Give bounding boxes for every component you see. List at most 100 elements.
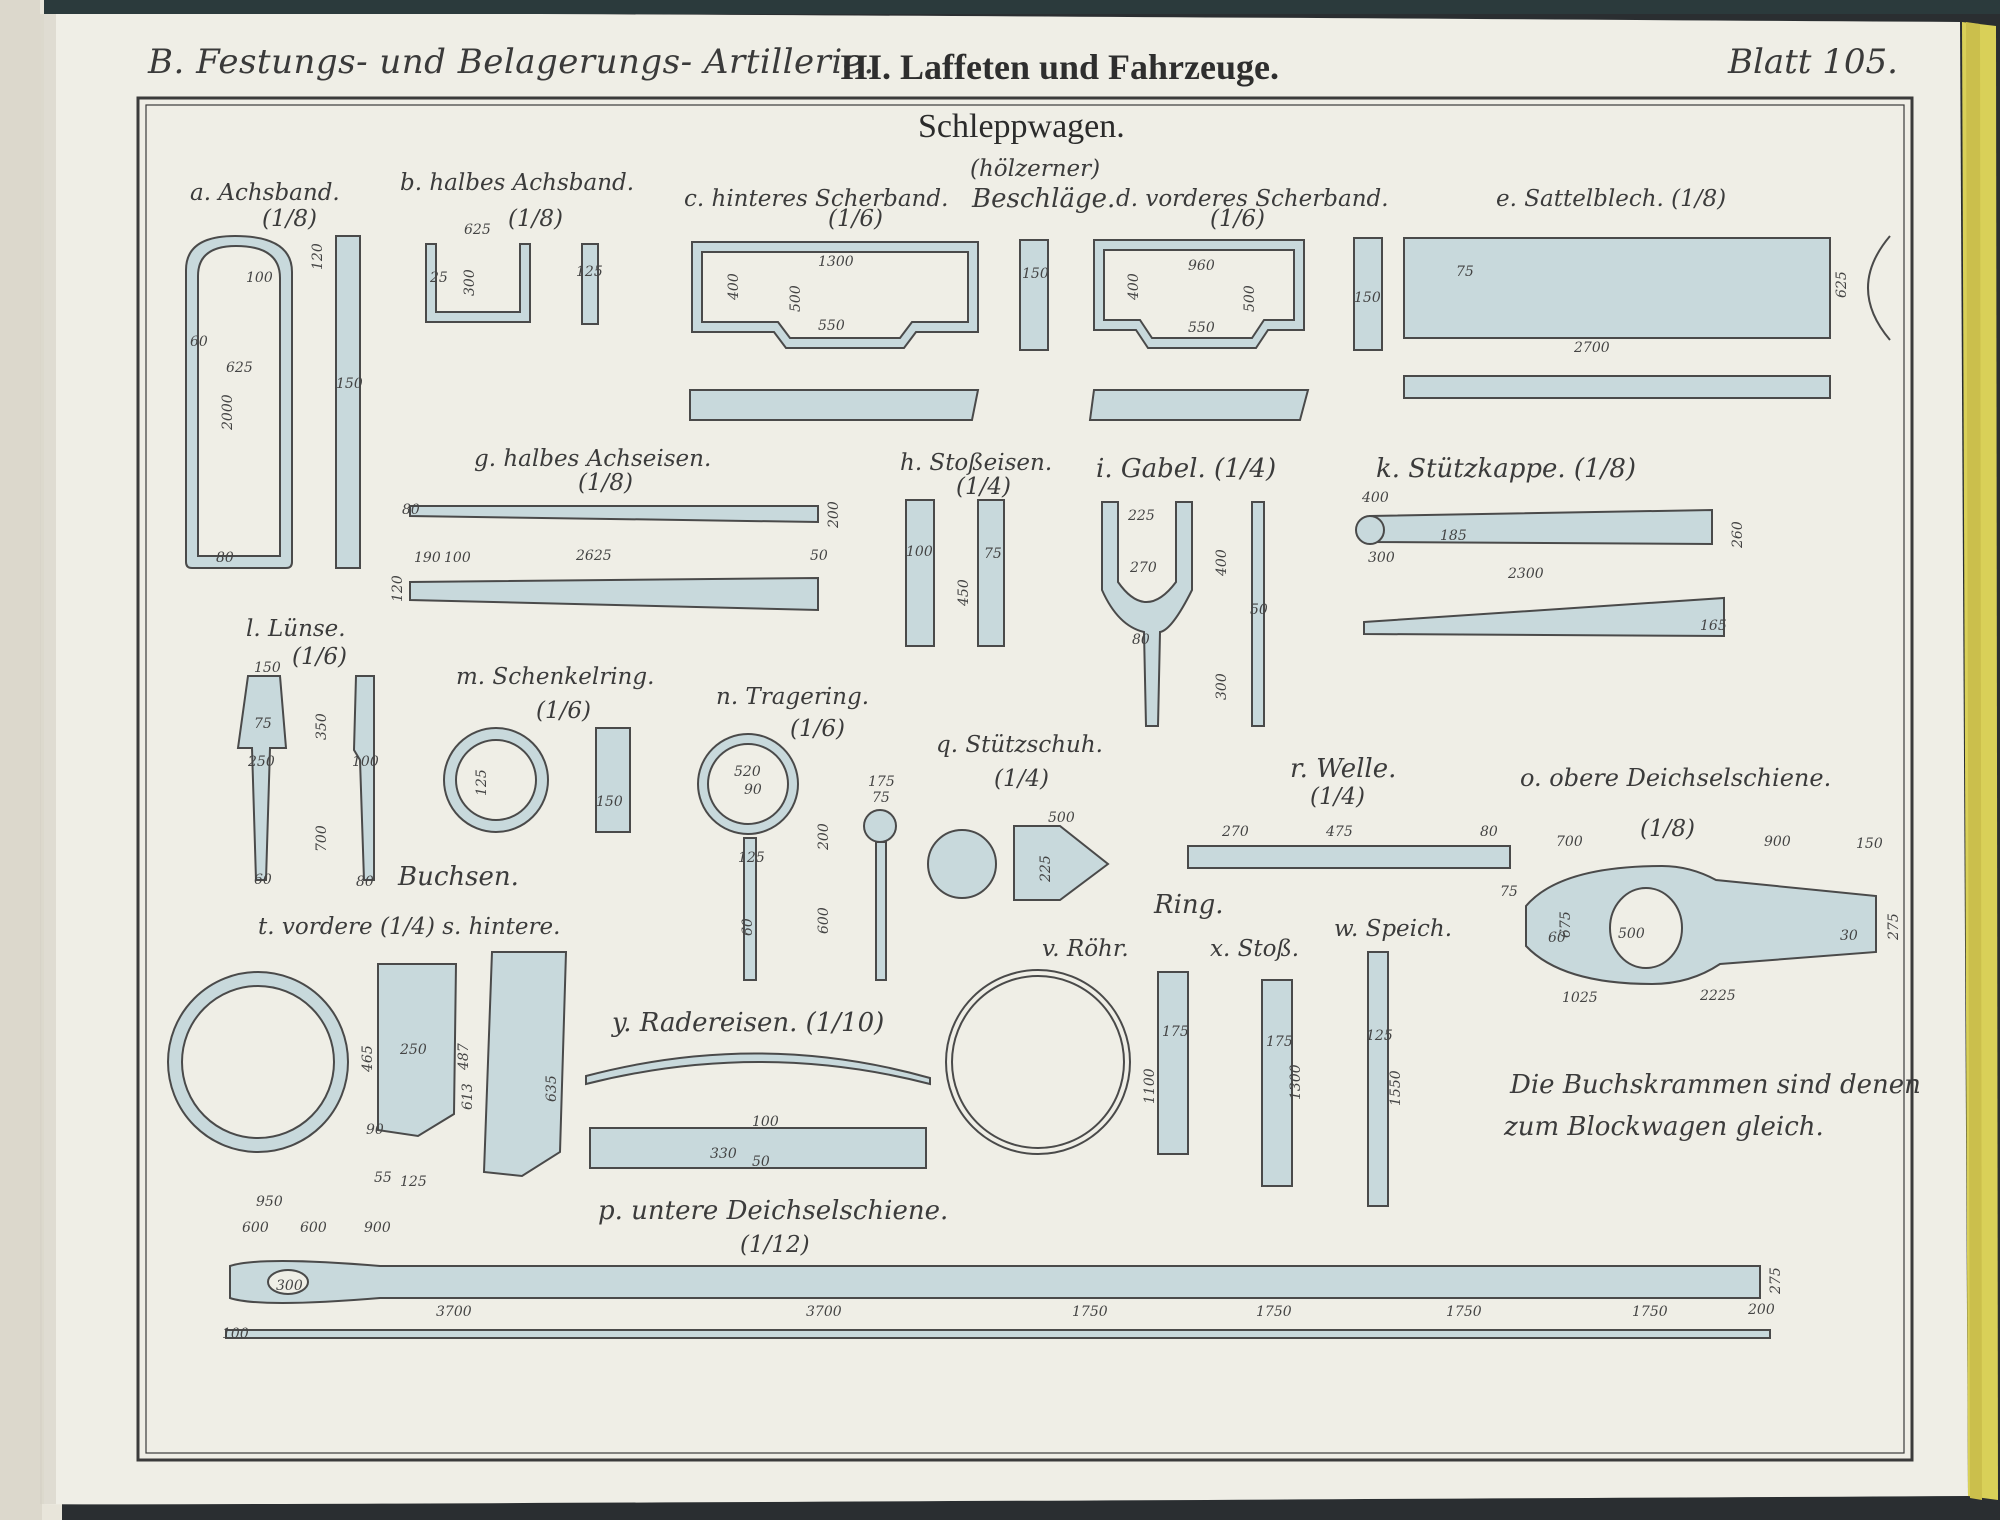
part-t-buchse-section bbox=[377, 963, 458, 1138]
part-n-shank-2 bbox=[875, 841, 887, 981]
dim-text: 75 bbox=[254, 716, 272, 732]
dim-text: 60 bbox=[254, 872, 272, 888]
part-d-side bbox=[1353, 237, 1383, 351]
label-a-scale: (1/8) bbox=[262, 206, 317, 232]
header-right: Blatt 105. bbox=[1728, 42, 1898, 82]
label-p: p. untere Deichselschiene. bbox=[598, 1196, 949, 1226]
part-y-radereisen-flat bbox=[589, 1127, 927, 1169]
part-g-achseisen-bottom bbox=[409, 576, 819, 612]
label-v: v. Röhr. bbox=[1042, 936, 1129, 962]
part-k-stuetzkappe bbox=[1369, 508, 1713, 546]
dim-text: 500 bbox=[1048, 810, 1075, 826]
dim-text: 2700 bbox=[1573, 340, 1610, 356]
label-g-scale: (1/8) bbox=[578, 470, 633, 496]
part-q-stuetzschuh-point bbox=[1013, 825, 1110, 901]
dim-text: 270 bbox=[1221, 824, 1249, 840]
part-d-beschlag-holz bbox=[1088, 389, 1310, 421]
part-h-stosseisen-2 bbox=[977, 499, 1005, 647]
dim-text: 1300 bbox=[1288, 1064, 1304, 1100]
part-b-halbes-achsband bbox=[425, 243, 531, 323]
part-l-luense bbox=[236, 675, 288, 881]
plate-title: Schleppwagen. bbox=[918, 108, 1125, 145]
dim-text: 2000 bbox=[220, 394, 236, 431]
dim-text: 487 bbox=[456, 1043, 472, 1071]
frame-outer bbox=[136, 96, 1914, 1462]
dim-text: 270 bbox=[1129, 560, 1157, 576]
label-a: a. Achsband. bbox=[190, 180, 340, 206]
label-beschlaege: Beschläge. bbox=[972, 184, 1116, 214]
part-e-side bbox=[1403, 375, 1831, 399]
label-d: d. vorderes Scherband. bbox=[1116, 186, 1389, 212]
part-v-ring-inner bbox=[951, 975, 1125, 1149]
dim-text: 175 bbox=[1266, 1034, 1293, 1050]
label-y: y. Radereisen. (1/10) bbox=[612, 1008, 885, 1038]
dim-text: 120 bbox=[390, 575, 406, 602]
dim-text: 500 bbox=[788, 285, 804, 312]
label-h-scale: (1/4) bbox=[956, 474, 1011, 500]
dim-text: 625 bbox=[226, 360, 253, 376]
part-m-ring-outline-outer bbox=[443, 727, 549, 833]
dim-text: 50 bbox=[752, 1154, 770, 1170]
dim-text: 175 bbox=[868, 774, 895, 790]
dim-text: 75 bbox=[1500, 884, 1518, 900]
dim-text: 700 bbox=[314, 825, 330, 852]
dim-text: 175 bbox=[1162, 1024, 1189, 1040]
dim-text: 1550 bbox=[1388, 1070, 1404, 1106]
part-v-roehr bbox=[1157, 971, 1189, 1155]
dim-text: 225 bbox=[1038, 855, 1054, 883]
dim-text: 400 bbox=[1126, 273, 1142, 301]
dim-text: 125 bbox=[1366, 1028, 1393, 1044]
dim-text: 275 bbox=[1768, 1267, 1784, 1295]
dim-text: 80 bbox=[1480, 824, 1498, 840]
dim-text: 960 bbox=[1188, 258, 1215, 274]
label-e: e. Sattelblech. (1/8) bbox=[1496, 186, 1727, 212]
part-m-side bbox=[595, 727, 631, 833]
dim-text: 330 bbox=[710, 1146, 737, 1162]
dim-text: 150 bbox=[1022, 266, 1049, 282]
dim-text: 1300 bbox=[818, 254, 854, 270]
dim-text: 150 bbox=[254, 660, 281, 676]
label-m-scale: (1/6) bbox=[536, 698, 591, 724]
dim-text: 613 bbox=[460, 1083, 476, 1110]
header-center: III. Laffeten und Fahrzeuge. bbox=[840, 47, 1279, 87]
dim-text: 475 bbox=[1325, 824, 1353, 840]
label-h: h. Stoßeisen. bbox=[900, 450, 1053, 476]
dim-text: 100 bbox=[906, 544, 933, 560]
label-holzerner: (hölzerner) bbox=[970, 156, 1101, 182]
part-i-gabel bbox=[1101, 501, 1193, 727]
dim-text: 250 bbox=[247, 754, 275, 770]
dim-text: 700 bbox=[1556, 834, 1583, 850]
label-o: o. obere Deichselschiene. bbox=[1520, 764, 1832, 792]
label-k: k. Stützkappe. (1/8) bbox=[1376, 454, 1637, 484]
dim-text: 190 bbox=[414, 550, 441, 566]
dim-text: 80 bbox=[356, 874, 374, 890]
dim-text: 60 bbox=[1548, 930, 1566, 946]
dim-text: 350 bbox=[314, 713, 330, 740]
dim-text: 635 bbox=[544, 1075, 560, 1102]
part-e-end bbox=[1867, 235, 1891, 341]
label-q: q. Stützschuh. bbox=[936, 732, 1103, 758]
part-k-bent bbox=[1363, 596, 1725, 638]
dim-text: 900 bbox=[364, 1220, 391, 1236]
part-b-side bbox=[581, 243, 599, 325]
dim-text: 80 bbox=[216, 550, 234, 566]
dim-text: 400 bbox=[1361, 490, 1389, 506]
label-l-scale: (1/6) bbox=[292, 644, 347, 670]
dim-text: 500 bbox=[1618, 926, 1645, 942]
dim-text: 675 bbox=[1558, 911, 1574, 938]
part-x-stoss bbox=[1261, 979, 1293, 1187]
dim-text: 200 bbox=[1747, 1302, 1775, 1318]
part-c-beschlag-holz bbox=[689, 389, 980, 421]
dim-text: 2225 bbox=[1699, 988, 1736, 1004]
dim-text: 25 bbox=[429, 270, 448, 286]
part-h-stosseisen-1 bbox=[905, 499, 935, 647]
dim-text: 50 bbox=[810, 548, 828, 564]
dim-text: 1750 bbox=[1632, 1304, 1668, 1320]
label-r-scale: (1/4) bbox=[1310, 784, 1365, 810]
dim-text: 225 bbox=[1127, 508, 1155, 524]
dim-text: 125 bbox=[738, 850, 765, 866]
dim-text: 275 bbox=[1886, 913, 1902, 941]
dim-text: 950 bbox=[256, 1194, 283, 1210]
